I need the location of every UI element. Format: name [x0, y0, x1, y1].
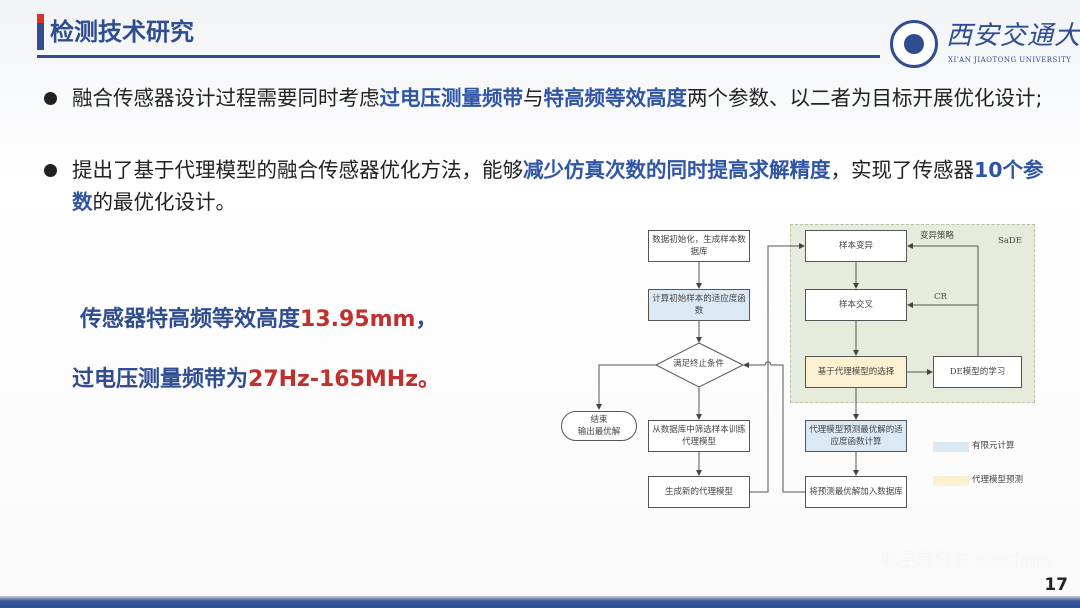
page-number: 17 [1044, 575, 1068, 595]
legend-surrogate-swatch [933, 476, 969, 486]
footer-bar [0, 596, 1080, 608]
legend-surrogate: 代理模型预测 [972, 475, 1024, 485]
bullet-dot-icon [44, 92, 57, 105]
flow-add-db: 将预测最优解加入数据库 [805, 476, 907, 508]
text: 与 [523, 86, 544, 110]
flow-mutation: 样本变异 [805, 230, 907, 262]
punct: ， [415, 307, 438, 332]
label-sade: SaDE [998, 236, 1022, 246]
label: 过电压测量频带为 [72, 367, 249, 392]
text: 的最优化设计。 [92, 190, 237, 214]
flow-select: 基于代理模型的选择 [805, 356, 907, 388]
flow-init: 数据初始化，生成样本数据库 [648, 230, 750, 262]
flow-terminate: 满足终止条件 [673, 359, 725, 369]
text: 两个参数、以二者为目标开展优化设计; [687, 86, 1043, 110]
bullet-2: 提出了基于代理模型的融合传感器优化方法，能够减少仿真次数的同时提高求解精度，实现… [40, 154, 1050, 218]
university-seal-icon [890, 20, 938, 68]
flow-de-learn: DE模型的学习 [933, 356, 1022, 388]
label-mutation-strategy: 变异策略 [920, 231, 955, 241]
value: 13.95mm [300, 307, 416, 332]
title-divider [37, 55, 880, 58]
bullet-dot-icon [44, 164, 57, 177]
text: 提出了基于代理模型的融合传感器优化方法，能够 [72, 158, 523, 182]
flow-filter: 从数据库中筛选样本训练代理模型 [648, 420, 750, 452]
decision-diamond [654, 342, 745, 388]
highlight: 10个参数 [72, 158, 1044, 214]
bullet-1: 融合传感器设计过程需要同时考虑过电压测量频带与特高频等效高度两个参数、以二者为目… [40, 82, 1050, 114]
university-logo: 西安交通大學 XI'AN JIAOTONG UNIVERSITY [890, 18, 1080, 70]
highlight: 特高频等效高度 [543, 86, 688, 110]
highlight: 减少仿真次数的同时提高求解精度 [523, 158, 831, 182]
flow-new-model: 生成新的代理模型 [648, 476, 750, 508]
page-title: 检测技术研究 [50, 18, 194, 46]
result-height: 传感器特高频等效高度13.95mm， [80, 305, 437, 335]
text: 融合传感器设计过程需要同时考虑 [72, 86, 380, 110]
highlight: 过电压测量频带 [379, 86, 524, 110]
flow-crossover: 样本交叉 [805, 289, 907, 321]
logo-en: XI'AN JIAOTONG UNIVERSITY [948, 56, 1072, 64]
label: 传感器特高频等效高度 [80, 307, 301, 332]
result-band: 过电压测量频带为27Hz-165MHz。 [72, 365, 440, 395]
text: ，实现了传感器 [830, 158, 975, 182]
value: 27Hz-165MHz。 [248, 367, 441, 392]
flow-end: 结束 输出最优解 [561, 411, 637, 441]
flow-predict: 代理模型预测最优解的适应度函数计算 [805, 420, 907, 452]
label-cr: CR [934, 292, 947, 302]
logo-cn: 西安交通大學 [946, 21, 1080, 51]
flow-calc-fitness: 计算初始样本的适应度函数 [648, 289, 750, 321]
title-accent-bar [37, 14, 44, 50]
legend-fem-swatch [933, 442, 969, 452]
watermark: 电子发烧友 elecfans [880, 550, 1051, 571]
legend-fem: 有限元计算 [972, 441, 1015, 451]
